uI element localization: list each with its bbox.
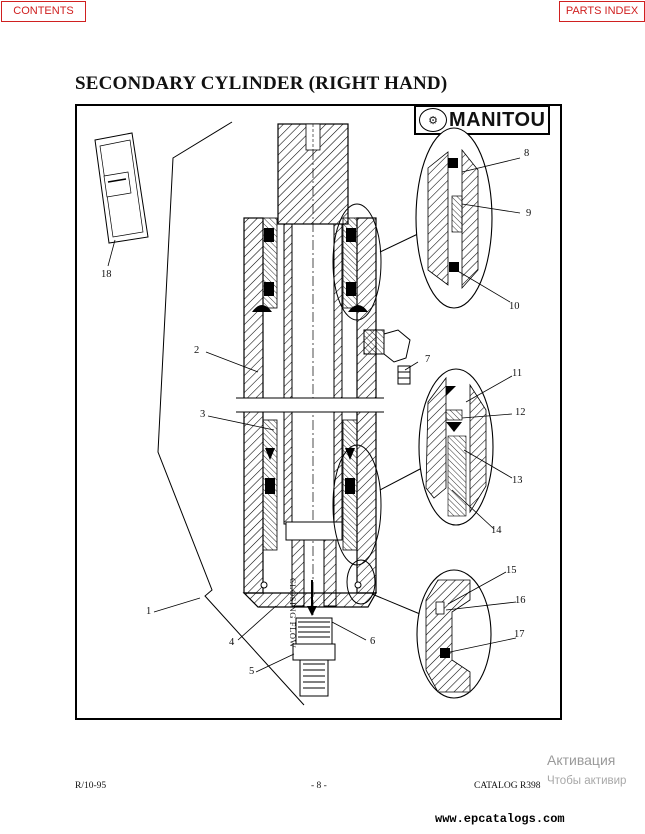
contents-button[interactable]: CONTENTS	[1, 1, 86, 22]
callout-15: 15	[506, 565, 517, 576]
callout-13: 13	[512, 475, 523, 486]
callout-2: 2	[194, 345, 200, 356]
logo-text: MANITOU	[449, 108, 546, 131]
flow-arrow	[307, 580, 317, 616]
callout-16: 16	[515, 595, 526, 606]
callout-9: 9	[526, 208, 532, 219]
outline-lines	[157, 121, 305, 706]
footer-catalog: CATALOG R398	[474, 781, 541, 791]
cylinder-exploded-drawing	[94, 121, 521, 706]
inner-tube	[283, 150, 343, 620]
forklift-icon: ⚙	[419, 108, 447, 132]
detail-view-lower	[416, 569, 492, 699]
callout-7: 7	[425, 354, 431, 365]
piston-seals	[262, 419, 358, 551]
detail-markers	[332, 203, 423, 615]
callout-11: 11	[512, 368, 523, 379]
parts-index-button[interactable]: PARTS INDEX	[559, 1, 645, 22]
flow-label: CLOSING FLOW	[288, 578, 298, 649]
activation-watermark-title: Активация	[547, 752, 616, 768]
manitou-logo: ⚙ MANITOU	[414, 105, 550, 135]
callout-18: 18	[101, 269, 112, 280]
break-lines	[236, 397, 384, 413]
callout-10: 10	[509, 301, 520, 312]
callout-8: 8	[524, 148, 530, 159]
callout-14: 14	[491, 525, 502, 536]
leader-lines	[153, 157, 521, 673]
callout-4: 4	[229, 637, 235, 648]
callout-12: 12	[515, 407, 526, 418]
callout-3: 3	[200, 409, 206, 420]
footer-date: R/10-95	[75, 781, 107, 791]
detail-view-middle	[418, 368, 494, 526]
detail-view-upper	[415, 127, 493, 309]
site-url[interactable]: www.epcatalogs.com	[435, 812, 565, 826]
port-fitting	[363, 329, 411, 385]
drawing-frame	[75, 104, 562, 720]
footer-page: - 8 -	[311, 781, 327, 791]
end-cap	[242, 521, 378, 608]
instruction-card	[94, 132, 149, 267]
callout-6: 6	[370, 636, 376, 647]
activation-watermark-text: Чтобы активир	[547, 775, 627, 787]
page-title: SECONDARY CYLINDER (RIGHT HAND)	[75, 73, 448, 94]
callout-17: 17	[514, 629, 525, 640]
callout-5: 5	[249, 666, 255, 677]
callout-1: 1	[146, 606, 152, 617]
bottom-fitting	[292, 617, 336, 697]
